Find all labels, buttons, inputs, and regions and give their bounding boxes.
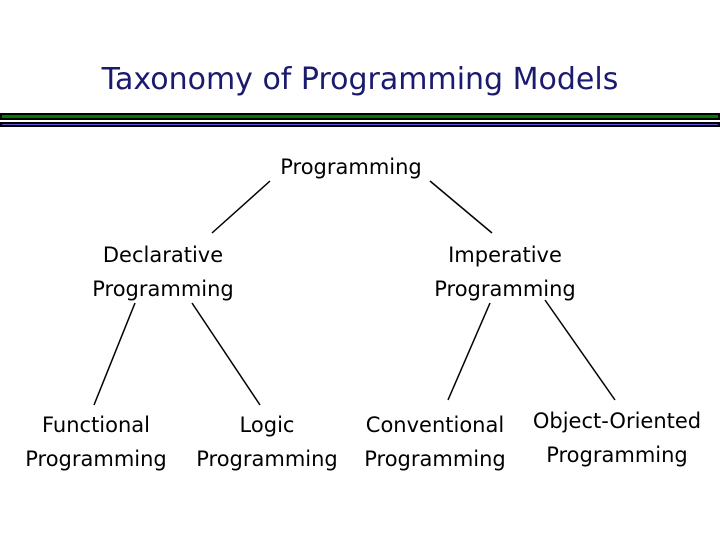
node-label: Logic	[239, 413, 295, 437]
node-label: Programming	[196, 447, 338, 471]
edge-imperative-conventional	[447, 302, 491, 401]
node-logic: Logic Programming	[196, 408, 338, 476]
node-label: Programming	[546, 443, 688, 467]
title-underline-blue	[0, 122, 720, 127]
node-label: Object-Oriented	[532, 409, 702, 433]
edge-declarative-logic	[191, 302, 261, 406]
node-label: Declarative	[102, 243, 224, 267]
node-programming: Programming	[280, 150, 422, 184]
node-label: Programming	[25, 447, 167, 471]
node-imperative: Imperative Programming	[434, 238, 576, 306]
node-label: Imperative	[448, 243, 562, 267]
node-label: Programming	[280, 155, 422, 179]
node-label: Conventional	[365, 413, 505, 437]
node-functional: Functional Programming	[25, 408, 167, 476]
edge-declarative-functional	[93, 302, 136, 406]
node-object-oriented: Object-Oriented Programming	[533, 404, 701, 472]
node-label: Programming	[92, 277, 234, 301]
node-declarative: Declarative Programming	[92, 238, 234, 306]
edge-root-imperative	[429, 180, 493, 234]
edge-imperative-object-oriented	[544, 299, 616, 401]
node-label: Functional	[41, 413, 151, 437]
slide-title: Taxonomy of Programming Models	[101, 62, 619, 97]
node-conventional: Conventional Programming	[364, 408, 506, 476]
node-label: Programming	[434, 277, 576, 301]
edge-root-declarative	[211, 180, 271, 234]
title-underline-green	[0, 113, 720, 120]
node-label: Programming	[364, 447, 506, 471]
